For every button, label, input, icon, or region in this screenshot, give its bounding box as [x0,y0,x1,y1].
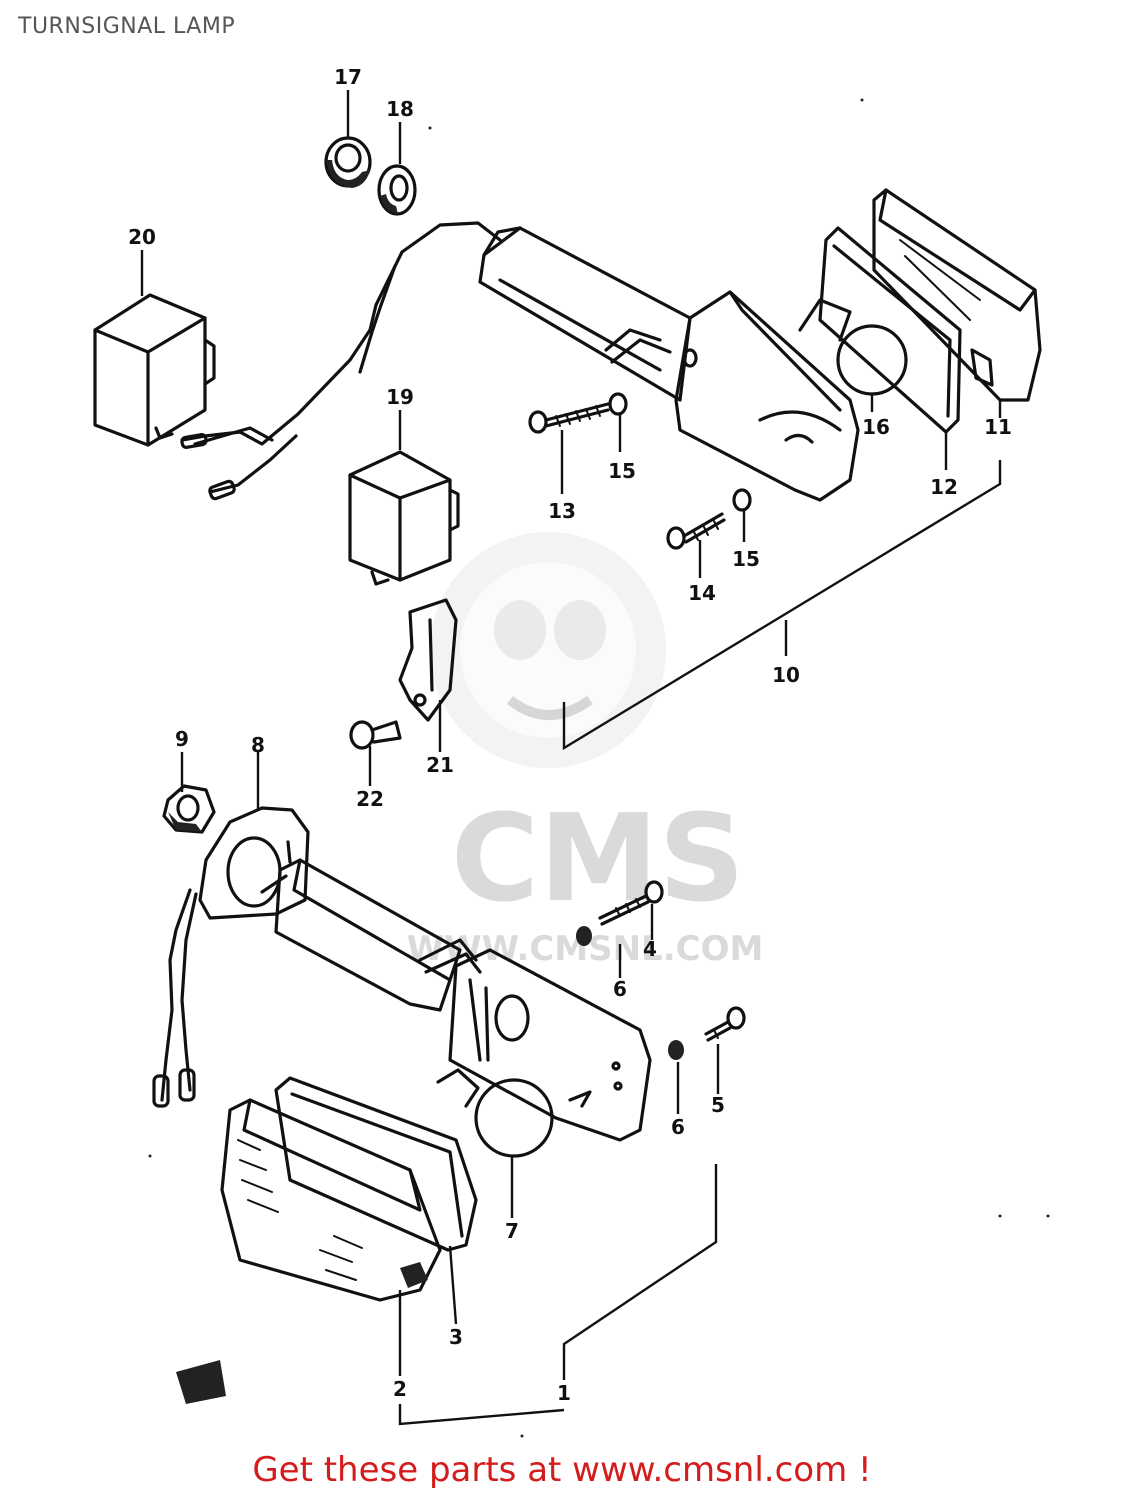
label-9: 9 [175,727,189,751]
part-21-bracket [398,598,458,722]
label-4: 4 [643,937,657,961]
part-19-flasher-relay [348,450,460,586]
label-11: 11 [984,415,1012,439]
label-6a: 6 [613,977,627,1001]
label-8: 8 [251,733,265,757]
label-13: 13 [548,499,576,523]
label-18: 18 [386,97,414,121]
watermark: CMS WWW.CMSNL.COM [407,532,763,969]
label-6b: 6 [671,1115,685,1139]
label-1: 1 [557,1381,571,1405]
label-20: 20 [128,225,156,249]
part-5-screw [704,1006,746,1042]
label-14: 14 [688,581,716,605]
part-9-nut [162,784,216,834]
part-13-screw [528,402,610,434]
part-6-washer-b [668,1040,684,1060]
footer-link[interactable]: Get these parts at www.cmsnl.com ! [252,1450,872,1490]
label-3: 3 [449,1325,463,1349]
part-12-gasket [818,226,962,434]
label-2: 2 [393,1377,407,1401]
label-15b: 15 [732,547,760,571]
label-10: 10 [772,663,800,687]
part-20-relay [93,293,216,447]
part-15-washer-b [732,488,752,512]
part-2-lens [220,1098,442,1302]
part-7-bulb [436,1068,554,1158]
label-22: 22 [356,787,384,811]
part-22-bolt [349,720,402,750]
label-17: 17 [334,65,362,89]
label-15a: 15 [608,459,636,483]
part-16-bulb [798,298,908,396]
part-15-washer-a [608,392,628,416]
part-1-lamp-body [274,858,652,1142]
label-12: 12 [930,475,958,499]
leader-lines [140,90,1002,1426]
label-21: 21 [426,753,454,777]
part-4-screw [598,880,664,926]
lower-wire [152,874,288,1108]
scan-specks [148,98,1050,1438]
part-11-lens [872,188,1042,402]
part-17-nut [324,136,372,188]
label-19: 19 [386,385,414,409]
part-6-washer-a [576,926,592,946]
part-10-lamp-body [478,226,860,502]
part-14-screw [666,512,726,550]
page-title: TURNSIGNAL LAMP [18,14,236,39]
part-3-gasket [274,1076,478,1252]
label-7: 7 [505,1219,519,1243]
watermark-logo: CMS [451,790,745,929]
label-5: 5 [711,1093,725,1117]
part-18-washer [377,164,417,216]
wire-harness [180,221,502,501]
exploded-parts-diagram: CMS WWW.CMSNL.COM [93,65,1050,1438]
part-labels: 17 18 20 19 13 15 14 15 16 12 11 10 21 2… [128,65,1012,1405]
label-16: 16 [862,415,890,439]
